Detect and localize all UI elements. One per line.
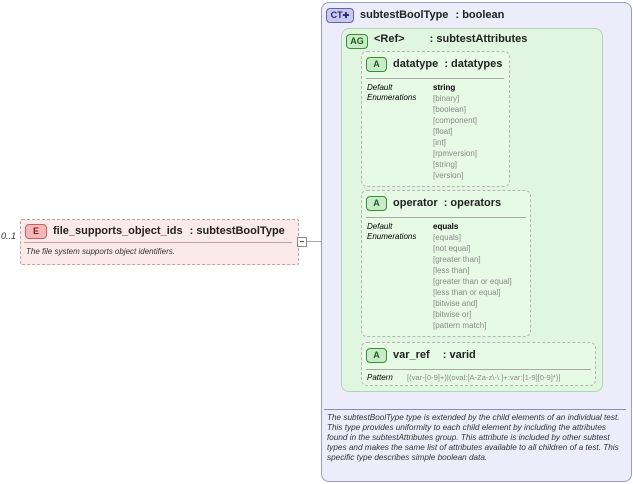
attribute-datatype-enum-label: Enumerations — [367, 93, 417, 102]
element-type-text: : subtestBoolType — [189, 225, 285, 237]
attribute-datatype-divider — [366, 78, 504, 79]
attribute-operator-name: operator — [393, 197, 438, 209]
plus-icon: ✚ — [342, 11, 350, 20]
enum-item: [less than] — [433, 266, 470, 275]
attribute-var-ref-title: var_ref : varid — [393, 349, 476, 361]
enum-item: [less than or equal] — [433, 288, 501, 297]
attribute-datatype-name: datatype — [393, 58, 439, 70]
attribute-datatype-badge: A — [366, 57, 387, 72]
attribute-operator-type: : operators — [443, 197, 502, 209]
enum-item: [string] — [433, 160, 458, 169]
enum-item: [binary] — [433, 94, 460, 103]
element-divider — [24, 242, 292, 243]
ct-badge: CT✚ — [326, 8, 354, 23]
attribute-operator-enum-list: [equals] [not equal] [greater than] [les… — [433, 232, 512, 331]
attribute-var-ref-pattern-value: [(var-[0-9]+)|(oval:[A-Za-z\-\.]+:var:[1… — [407, 373, 561, 382]
collapse-toggle[interactable] — [297, 237, 307, 247]
enum-item: [greater than] — [433, 255, 481, 264]
minus-icon — [300, 241, 304, 242]
element-name: file_supports_object_ids : subtestBoolTy… — [53, 225, 285, 237]
enum-item: [float] — [433, 127, 453, 136]
attribute-datatype-default-value: string — [433, 83, 456, 92]
enum-item: [boolean] — [433, 105, 466, 114]
attribute-datatype-box[interactable]: A datatype : datatypes Default Enumerati… — [361, 51, 510, 187]
enum-item: [bitwise and] — [433, 299, 478, 308]
enum-item: [equals] — [433, 233, 462, 242]
ct-badge-text: CT — [330, 10, 343, 20]
ct-divider — [324, 409, 626, 410]
ct-name: subtestBoolType — [360, 9, 449, 21]
enum-item: [component] — [433, 116, 478, 125]
attribute-var-ref-divider — [366, 369, 591, 370]
attribute-datatype-default-label: Default — [367, 83, 393, 92]
ag-badge: AG — [346, 34, 368, 49]
attribute-var-ref-box[interactable]: A var_ref : varid Pattern [(var-[0-9]+)|… — [361, 342, 596, 386]
attribute-operator-box[interactable]: A operator : operators Default Enumerati… — [361, 190, 531, 337]
attribute-operator-badge: A — [366, 196, 387, 211]
attribute-operator-default-label: Default — [367, 222, 393, 231]
enum-item: [rpmversion] — [433, 149, 478, 158]
connector-element-to-ct — [306, 241, 322, 242]
attribute-operator-title: operator : operators — [393, 197, 501, 209]
ag-name: <Ref> — [374, 33, 405, 45]
attribute-operator-divider — [366, 217, 526, 218]
attribute-var-ref-name: var_ref — [393, 349, 430, 361]
ag-title: <Ref> : subtestAttributes — [374, 33, 527, 45]
enum-item: [pattern match] — [433, 321, 487, 330]
element-badge: E — [25, 224, 47, 239]
attribute-operator-default-value: equals — [433, 222, 459, 231]
enum-item: [not equal] — [433, 244, 471, 253]
attribute-var-ref-type: : varid — [442, 349, 476, 361]
element-occurrence: 0..1 — [1, 231, 17, 241]
enum-item: [int] — [433, 138, 446, 147]
attribute-datatype-type: : datatypes — [444, 58, 503, 70]
enum-item: [bitwise or] — [433, 310, 472, 319]
attribute-datatype-enum-list: [binary] [boolean] [component] [float] [… — [433, 93, 477, 181]
attribute-var-ref-pattern-label: Pattern — [367, 373, 393, 382]
ag-type: : subtestAttributes — [429, 33, 528, 45]
enum-item: [version] — [433, 171, 464, 180]
element-box[interactable]: E file_supports_object_ids : subtestBool… — [20, 219, 299, 265]
ct-base: : boolean — [455, 9, 505, 21]
attribute-var-ref-badge: A — [366, 348, 387, 363]
attribute-operator-enum-label: Enumerations — [367, 232, 417, 241]
element-description: The file system supports object identifi… — [26, 247, 175, 256]
ct-description: The subtestBoolType type is extended by … — [327, 413, 620, 462]
enum-item: [greater than or equal] — [433, 277, 512, 286]
attribute-datatype-title: datatype : datatypes — [393, 58, 502, 70]
ct-title: subtestBoolType : boolean — [360, 9, 504, 21]
element-name-text: file_supports_object_ids — [53, 225, 183, 237]
